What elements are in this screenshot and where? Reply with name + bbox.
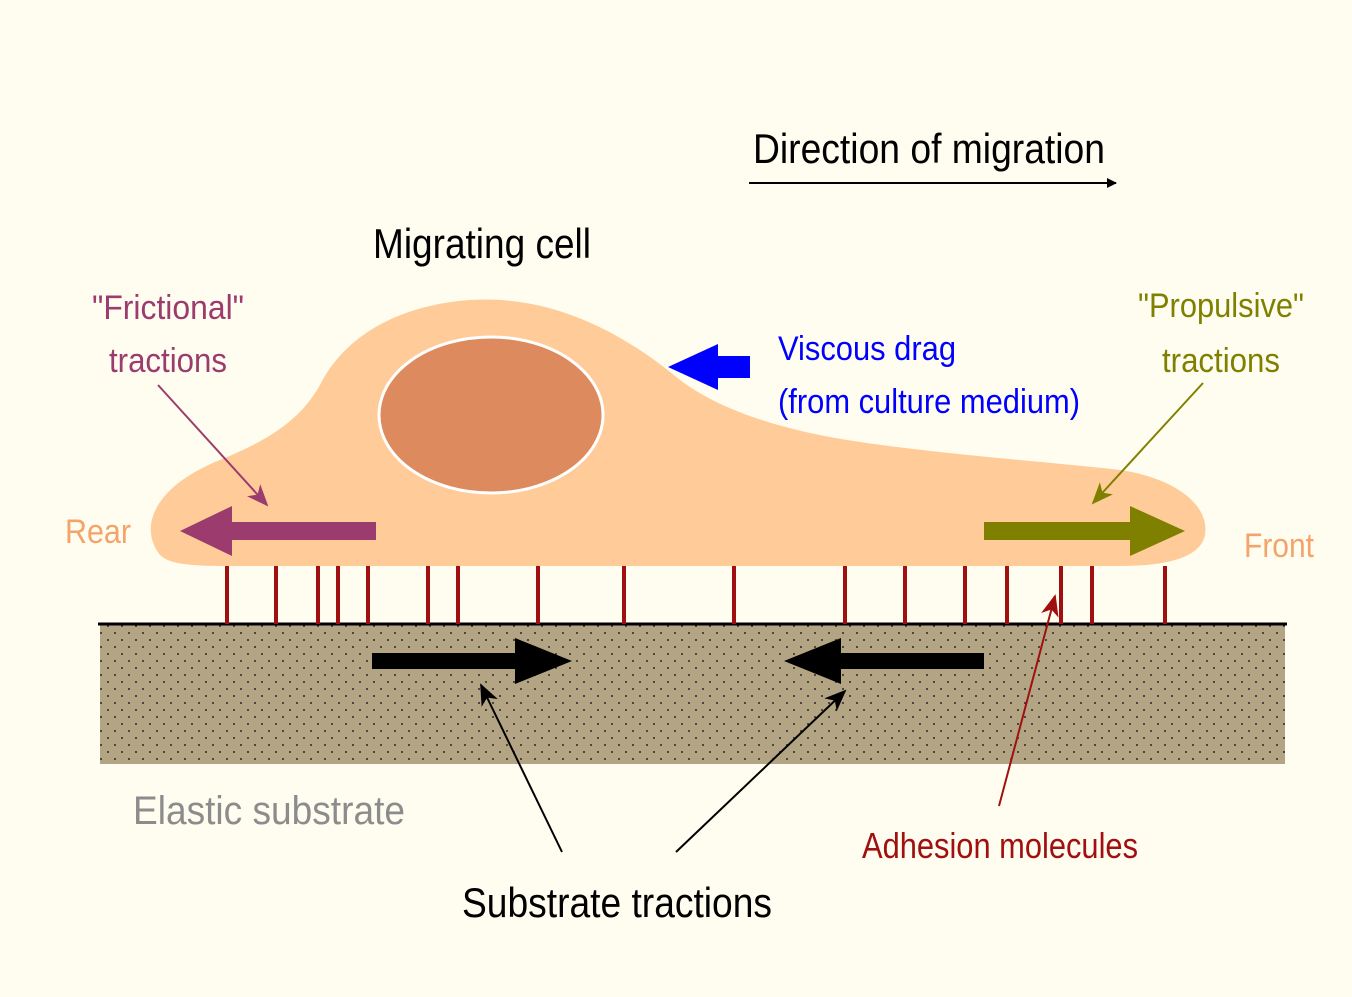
viscous-label-line2: (from culture medium)	[778, 383, 1080, 421]
substrate-tractions-label: Substrate tractions	[462, 879, 772, 926]
propulsive-label-line2: tractions	[1162, 342, 1280, 380]
propulsive-label-line1: "Propulsive"	[1138, 287, 1304, 325]
front-label: Front	[1244, 527, 1314, 565]
rear-label: Rear	[65, 513, 131, 551]
substrate-label: Elastic substrate	[133, 789, 405, 833]
nucleus	[379, 337, 603, 493]
frictional-label-line1: "Frictional"	[92, 289, 244, 327]
elastic-substrate	[100, 624, 1285, 764]
frictional-label-line2: tractions	[109, 342, 227, 380]
adhesion-label: Adhesion molecules	[862, 825, 1138, 866]
direction-label: Direction of migration	[753, 125, 1105, 172]
viscous-label-line1: Viscous drag	[778, 330, 956, 368]
adhesion-molecules	[227, 566, 1165, 624]
cell-label: Migrating cell	[373, 220, 591, 267]
